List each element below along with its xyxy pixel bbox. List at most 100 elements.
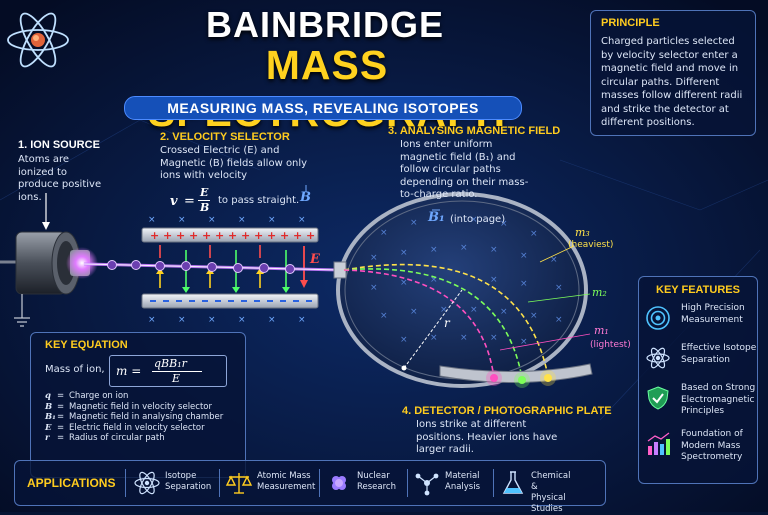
molecule-icon: [415, 473, 439, 496]
svg-text:×: ×: [178, 215, 186, 225]
svg-text:+: +: [254, 229, 263, 242]
svg-text:+: +: [150, 229, 159, 242]
radius-label: r: [444, 316, 450, 330]
velocity-selector-text: Crossed Electric (E) and Magnetic (B) fi…: [160, 145, 308, 181]
svg-text:×: ×: [530, 311, 538, 321]
atom-icon: [134, 471, 160, 495]
svg-text:×: ×: [550, 255, 558, 265]
flask-icon: [502, 471, 524, 494]
velocity-equation: v = E B to pass straight.: [162, 186, 312, 216]
feature-label: Based on Strong Electromagnetic Principl…: [681, 383, 756, 416]
fraction-bar: [198, 200, 210, 201]
svg-text:+: +: [280, 229, 289, 242]
svg-text:×: ×: [470, 305, 478, 315]
svg-text:×: ×: [400, 335, 408, 345]
svg-text:×: ×: [370, 253, 378, 263]
svg-text:×: ×: [490, 333, 498, 343]
svg-text:+: +: [176, 229, 185, 242]
formula-denominator: E: [172, 372, 181, 385]
mass-of-ion-label: Mass of ion,: [45, 364, 105, 375]
feature-label: High Precision Measurement: [681, 303, 745, 325]
svg-text:×: ×: [380, 311, 388, 321]
svg-text:+: +: [163, 229, 172, 242]
svg-text:×: ×: [208, 315, 216, 325]
svg-text:×: ×: [298, 215, 306, 225]
light-ion-path: [343, 269, 495, 379]
nucleus-icon: [332, 476, 346, 490]
svg-text:×: ×: [520, 337, 528, 347]
svg-text:×: ×: [500, 219, 508, 229]
svg-text:×: ×: [530, 229, 538, 239]
svg-text:×: ×: [460, 333, 468, 343]
principle-panel: PRINCIPLE Charged particles selected by …: [590, 10, 756, 136]
svg-text:×: ×: [238, 315, 246, 325]
formula-lhs: m =: [116, 364, 142, 378]
heavy-ion-path: [343, 263, 549, 377]
feature-item: Foundation of Modern Mass Spectrometry: [645, 427, 755, 467]
e-field-label: E: [310, 252, 320, 267]
svg-text:×: ×: [400, 248, 408, 258]
divider: [407, 469, 408, 497]
analysing-chamber: ××××× ××××××× ×××××× ××××××× ×××××: [333, 192, 593, 388]
velocity-denominator: B: [200, 201, 210, 214]
title-line-1: BAINBRIDGE: [205, 4, 444, 45]
svg-text:×: ×: [268, 315, 276, 325]
svg-text:+: +: [202, 229, 211, 242]
application-label: Chemical & Physical Studies: [531, 471, 571, 514]
mass-formula: m = qBB₁r E: [109, 355, 227, 387]
applications-bar: APPLICATIONS Isotope Separation Atomic M…: [14, 460, 606, 514]
svg-text:×: ×: [520, 251, 528, 261]
svg-text:×: ×: [410, 218, 418, 228]
application-label: Nuclear Research: [357, 471, 396, 492]
svg-text:×: ×: [520, 279, 528, 289]
svg-text:×: ×: [148, 315, 156, 325]
svg-text:×: ×: [208, 215, 216, 225]
svg-text:×: ×: [440, 305, 448, 315]
svg-text:×: ×: [490, 275, 498, 285]
key-equation-panel: KEY EQUATION Mass of ion, m = qBB₁r E q=…: [30, 332, 246, 478]
svg-text:×: ×: [148, 215, 156, 225]
application-label: Atomic Mass Measurement: [257, 471, 316, 492]
mid-ion-path: [343, 268, 523, 379]
shield-check-icon: [647, 386, 669, 410]
title-line-2: MASS SPECTROGRAPH: [148, 42, 505, 135]
detector-heading: 4. DETECTOR / PHOTOGRAPHIC PLATE: [402, 405, 612, 417]
svg-text:×: ×: [430, 275, 438, 285]
principle-heading: PRINCIPLE: [601, 17, 660, 29]
velocity-selector-heading: 2. VELOCITY SELECTOR: [160, 131, 290, 143]
svg-text:×: ×: [238, 215, 246, 225]
feature-label: Foundation of Modern Mass Spectrometry: [681, 429, 743, 462]
svg-text:×: ×: [178, 315, 186, 325]
svg-text:×: ×: [268, 215, 276, 225]
formula-numerator: qBB₁r: [154, 357, 187, 370]
m3-label: m₃: [575, 226, 590, 239]
application-label: Isotope Separation: [165, 471, 212, 492]
variable-row: B=Magnetic field in velocity selector: [45, 401, 212, 412]
analysing-field-text: Ions enter uniform magnetic field (B₁) a…: [400, 139, 529, 200]
key-features-heading: KEY FEATURES: [656, 284, 740, 296]
atom-icon: [646, 347, 670, 369]
divider: [125, 469, 126, 497]
balance-scale-icon: [225, 473, 253, 494]
velocity-suffix: to pass straight.: [218, 195, 300, 206]
detector-text: Ions strike at different positions. Heav…: [416, 419, 558, 455]
svg-text:×: ×: [555, 315, 563, 325]
ion-source-device: [0, 193, 98, 327]
m2-label: m₂: [592, 286, 607, 299]
ion-source-heading: 1. ION SOURCE: [18, 139, 100, 151]
velocity-symbol: v: [170, 194, 178, 209]
svg-text:+: +: [267, 229, 276, 242]
feature-label: Effective Isotope Separation: [681, 343, 757, 365]
detector-label: 4. DETECTOR / PHOTOGRAPHIC PLATE Ions st…: [402, 405, 622, 457]
variable-row: q=Charge on ion: [45, 391, 129, 401]
applications-heading: APPLICATIONS: [27, 476, 116, 490]
key-equation-heading: KEY EQUATION: [45, 339, 128, 351]
variable-row: r=Radius of circular path: [45, 433, 165, 443]
divider: [493, 469, 494, 497]
divider: [219, 469, 220, 497]
svg-text:+: +: [293, 229, 302, 242]
svg-text:+: +: [228, 229, 237, 242]
principle-text: Charged particles selected by velocity s…: [601, 36, 743, 128]
ion-source-label: 1. ION SOURCE Atoms are ionized to produ…: [18, 139, 128, 204]
variable-row: B₁=Magnetic field in analysing chamber: [45, 412, 224, 422]
